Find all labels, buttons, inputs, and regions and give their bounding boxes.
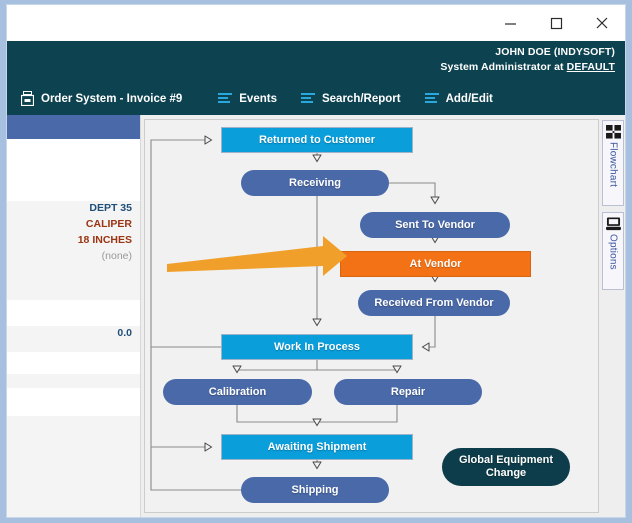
global-equipment-change-label: Global Equipment Change bbox=[458, 454, 554, 479]
menu-item-label: Add/Edit bbox=[445, 92, 493, 105]
global-equipment-change-button[interactable]: Global Equipment Change bbox=[442, 448, 570, 486]
sidebar-row-item-size[interactable]: 18 INCHES bbox=[7, 233, 140, 249]
tab-options[interactable]: Options bbox=[602, 212, 624, 290]
sidebar-value: 18 INCHES bbox=[77, 234, 132, 246]
flowchart-connectors bbox=[150, 120, 598, 491]
sidebar-row-dept[interactable]: DEPT 35 bbox=[7, 201, 140, 217]
sidebar-row-header-band bbox=[7, 115, 140, 139]
sidebar-row-spacer-2 bbox=[7, 265, 140, 300]
flow-node-label: Shipping bbox=[291, 484, 339, 496]
maximize-button[interactable] bbox=[533, 5, 579, 41]
maximize-icon bbox=[550, 17, 562, 29]
flow-node-received-from-vendor[interactable]: Received From Vendor bbox=[358, 290, 510, 316]
title-bar bbox=[7, 5, 625, 41]
sidebar-row-spacer-7 bbox=[7, 416, 140, 517]
flow-node-awaiting-shipment[interactable]: Awaiting Shipment bbox=[221, 434, 413, 460]
sidebar-row-item-type[interactable]: CALIPER bbox=[7, 217, 140, 233]
sidebar-row-spacer-4 bbox=[7, 352, 140, 374]
flow-node-receiving[interactable]: Receiving bbox=[241, 170, 389, 196]
sidebar-row-spacer-6 bbox=[7, 388, 140, 416]
sidebar-row-item-note[interactable]: (none) bbox=[7, 249, 140, 265]
flow-node-work-in-process[interactable]: Work In Process bbox=[221, 334, 413, 360]
sidebar-row-spacer-5 bbox=[7, 374, 140, 388]
org-chart-icon bbox=[605, 125, 621, 139]
flow-node-sent-to-vendor[interactable]: Sent To Vendor bbox=[360, 212, 510, 238]
flow-node-label: Receiving bbox=[289, 177, 341, 189]
tab-options-label: Options bbox=[607, 234, 619, 270]
menu-bar: Order System - Invoice #9 Events Search/… bbox=[7, 82, 625, 115]
flow-node-label: At Vendor bbox=[409, 258, 462, 270]
list-icon bbox=[300, 93, 315, 104]
tab-flowchart-label: Flowchart bbox=[607, 142, 619, 188]
sidebar-value: (none) bbox=[101, 250, 132, 262]
app-header: JOHN DOE (INDYSOFT) System Administrator… bbox=[7, 41, 625, 115]
menu-item-search-report[interactable]: Search/Report bbox=[300, 82, 401, 115]
flow-node-shipping[interactable]: Shipping bbox=[241, 477, 389, 503]
flow-node-at-vendor[interactable]: At Vendor bbox=[340, 251, 531, 277]
drawer-icon bbox=[20, 91, 35, 107]
sidebar-value: CALIPER bbox=[85, 218, 132, 230]
flow-node-label: Sent To Vendor bbox=[395, 219, 475, 231]
user-role-text: System Administrator at bbox=[440, 61, 567, 73]
flow-node-label: Returned to Customer bbox=[258, 134, 376, 146]
detail-sidebar: DEPT 35 CALIPER 18 INCHES (none) 0.0 bbox=[7, 115, 141, 517]
user-name: JOHN DOE (INDYSOFT) bbox=[495, 46, 615, 58]
flowchart-panel[interactable]: Returned to Customer Receiving Sent To V… bbox=[144, 119, 599, 513]
menu-item-add-edit[interactable]: Add/Edit bbox=[424, 82, 493, 115]
user-role: System Administrator at DEFAULT bbox=[440, 60, 615, 75]
flow-node-label: Work In Process bbox=[274, 341, 360, 353]
menu-item-label: Search/Report bbox=[321, 92, 401, 105]
flow-node-label: Received From Vendor bbox=[374, 297, 494, 309]
close-icon bbox=[596, 17, 608, 29]
flow-node-repair[interactable]: Repair bbox=[334, 379, 482, 405]
minimize-button[interactable] bbox=[487, 5, 533, 41]
user-org[interactable]: DEFAULT bbox=[566, 61, 615, 73]
user-info: JOHN DOE (INDYSOFT) System Administrator… bbox=[440, 45, 615, 75]
window-inner: JOHN DOE (INDYSOFT) System Administrator… bbox=[6, 4, 626, 518]
flow-node-label: Repair bbox=[390, 386, 426, 398]
menu-item-events[interactable]: Events bbox=[218, 82, 277, 115]
sidebar-row-spacer-3 bbox=[7, 300, 140, 326]
body-area: DEPT 35 CALIPER 18 INCHES (none) 0.0 bbox=[7, 115, 625, 517]
menu-item-label: Events bbox=[239, 92, 277, 105]
list-icon bbox=[218, 93, 233, 104]
sidebar-row-value[interactable]: 0.0 bbox=[7, 326, 140, 352]
list-icon bbox=[424, 93, 439, 104]
close-button[interactable] bbox=[579, 5, 625, 41]
tab-flowchart[interactable]: Flowchart bbox=[602, 120, 624, 206]
side-tab-strip: Flowchart Options bbox=[601, 115, 625, 517]
monitor-icon bbox=[605, 217, 621, 231]
flow-node-returned-to-customer[interactable]: Returned to Customer bbox=[221, 127, 413, 153]
sidebar-row-spacer-1 bbox=[7, 139, 140, 201]
menu-item-label: Order System - Invoice #9 bbox=[41, 92, 183, 105]
minimize-icon bbox=[504, 22, 516, 25]
menu-item-order-system[interactable]: Order System - Invoice #9 bbox=[20, 82, 183, 115]
flow-node-label: Calibration bbox=[208, 386, 267, 398]
flow-node-calibration[interactable]: Calibration bbox=[163, 379, 312, 405]
sidebar-value: DEPT 35 bbox=[89, 202, 132, 214]
flow-node-label: Awaiting Shipment bbox=[267, 441, 367, 453]
sidebar-value: 0.0 bbox=[117, 327, 132, 339]
